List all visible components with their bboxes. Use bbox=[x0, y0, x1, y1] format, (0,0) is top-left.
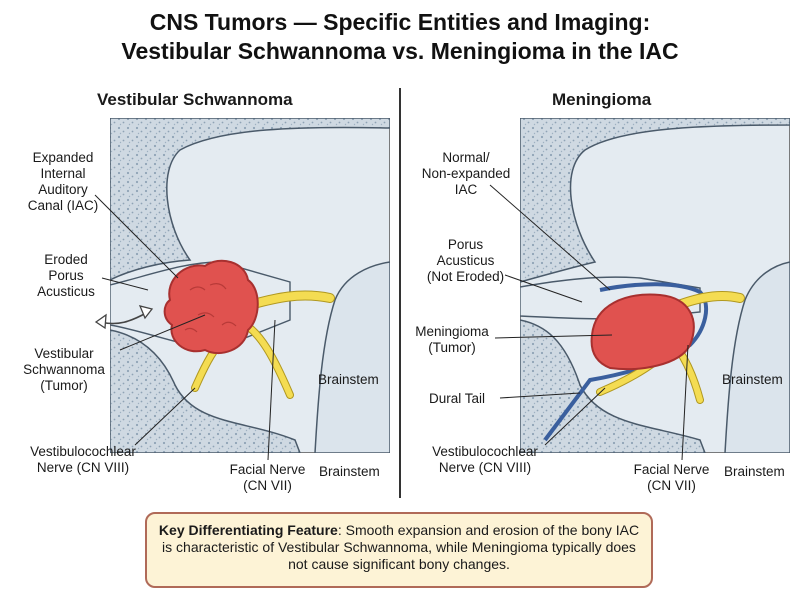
diagram-title: CNS Tumors — Specific Entities and Imagi… bbox=[0, 8, 800, 66]
left-leader-lines bbox=[94, 194, 276, 461]
label-normal-iac: Normal/ Non-expanded IAC bbox=[421, 150, 511, 197]
label-expanded-iac: Expanded Internal Auditory Canal (IAC) bbox=[27, 150, 99, 213]
label-eroded-porus: Eroded Porus Acusticus bbox=[37, 252, 95, 299]
left-brainstem bbox=[314, 261, 390, 453]
schwannoma-lobules bbox=[184, 283, 237, 333]
label-left-cn7: Facial Nerve (CN VII) bbox=[229, 462, 306, 493]
schwannoma-tumor bbox=[163, 259, 259, 355]
label-left-cn8: Vestibulocochlear Nerve (CN VIII) bbox=[30, 444, 136, 475]
left-anatomy bbox=[110, 118, 390, 453]
right-brainstem bbox=[724, 261, 790, 453]
panel-divider bbox=[399, 88, 401, 498]
label-right-cn8: Vestibulocochlear Nerve (CN VIII) bbox=[432, 444, 538, 475]
label-right-cn7: Facial Nerve (CN VII) bbox=[633, 462, 710, 493]
right-leader-lines bbox=[489, 184, 689, 461]
key-feature-lead: Key Differentiating Feature bbox=[158, 522, 338, 538]
label-dural-tail: Dural Tail bbox=[429, 391, 486, 406]
label-right-brainstem-inner: Brainstem bbox=[722, 372, 783, 387]
right-anatomy bbox=[520, 118, 790, 453]
label-meningioma-tumor: Meningioma (Tumor) bbox=[415, 324, 489, 355]
label-left-brainstem-outer: Brainstem bbox=[319, 464, 380, 479]
right-skull-upper bbox=[520, 118, 790, 283]
erosion-arrow-head-right bbox=[138, 305, 154, 320]
meningioma-tumor bbox=[590, 293, 695, 371]
label-porus-not-eroded: Porus Acusticus (Not Eroded) bbox=[426, 237, 505, 284]
title-line-1: CNS Tumors — Specific Entities and Imagi… bbox=[149, 9, 651, 35]
key-feature-text: : Smooth expansion and erosion of the bo… bbox=[162, 522, 640, 572]
right-panel-heading: Meningioma bbox=[552, 90, 652, 109]
title-line-2: Vestibular Schwannoma vs. Meningioma in … bbox=[121, 38, 679, 64]
left-skull-upper bbox=[110, 118, 390, 281]
label-right-brainstem-outer: Brainstem bbox=[724, 464, 785, 479]
erosion-arrow-head-left bbox=[94, 313, 107, 330]
key-feature-box: Key Differentiating Feature: Smooth expa… bbox=[145, 512, 653, 588]
left-panel-heading: Vestibular Schwannoma bbox=[97, 90, 293, 109]
left-skull-lower bbox=[110, 329, 301, 453]
label-left-brainstem-inner: Brainstem bbox=[318, 372, 379, 387]
label-vestibular-schwannoma: Vestibular Schwannoma (Tumor) bbox=[23, 346, 105, 393]
